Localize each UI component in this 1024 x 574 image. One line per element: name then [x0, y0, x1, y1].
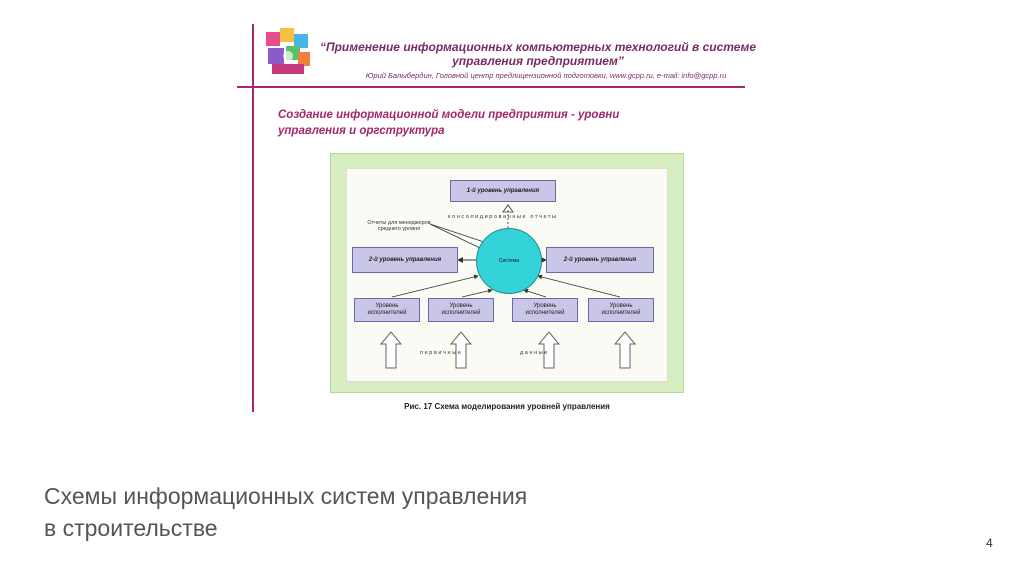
document-title: “Применение информационных компьютерных …	[319, 40, 757, 68]
system-label: Система	[498, 258, 520, 264]
page-number: 4	[986, 536, 993, 550]
horizontal-divider-line	[237, 86, 745, 88]
vertical-divider-line	[252, 24, 254, 412]
reports-for-managers-label: Отчеты для менеджеров среднего уровня	[367, 220, 431, 232]
executors-box-3: Уровень исполнителей	[512, 298, 578, 322]
slide-title-line-1: Схемы информационных систем управления	[44, 483, 528, 509]
level2-left-box: 2-й уровень управления	[352, 247, 458, 273]
primary-data-label-1: первичные	[420, 350, 463, 356]
executors-box-2: Уровень исполнителей	[428, 298, 494, 322]
executors-box-1: Уровень исполнителей	[354, 298, 420, 322]
executors-box-4: Уровень исполнителей	[588, 298, 654, 322]
figure-caption: Рис. 17 Схема моделирования уровней упра…	[404, 402, 610, 411]
document-subtitle: Юрий Балыбердин, Головной центр предлице…	[365, 71, 727, 80]
system-circle: Система	[476, 228, 542, 294]
level1-box: 1-й уровень управления	[450, 180, 556, 202]
slide-title-line-2: в строительстве	[44, 515, 218, 541]
section-title: Создание информационной модели предприят…	[278, 109, 620, 137]
slide-title: Схемы информационных систем управления в…	[44, 480, 744, 544]
consolidated-reports-label: консолидированные отчеты	[448, 214, 558, 220]
level2-right-box: 2-й уровень управления	[546, 247, 654, 273]
primary-data-label-2: данные	[520, 350, 549, 356]
colorful-logo-icon	[262, 26, 314, 78]
